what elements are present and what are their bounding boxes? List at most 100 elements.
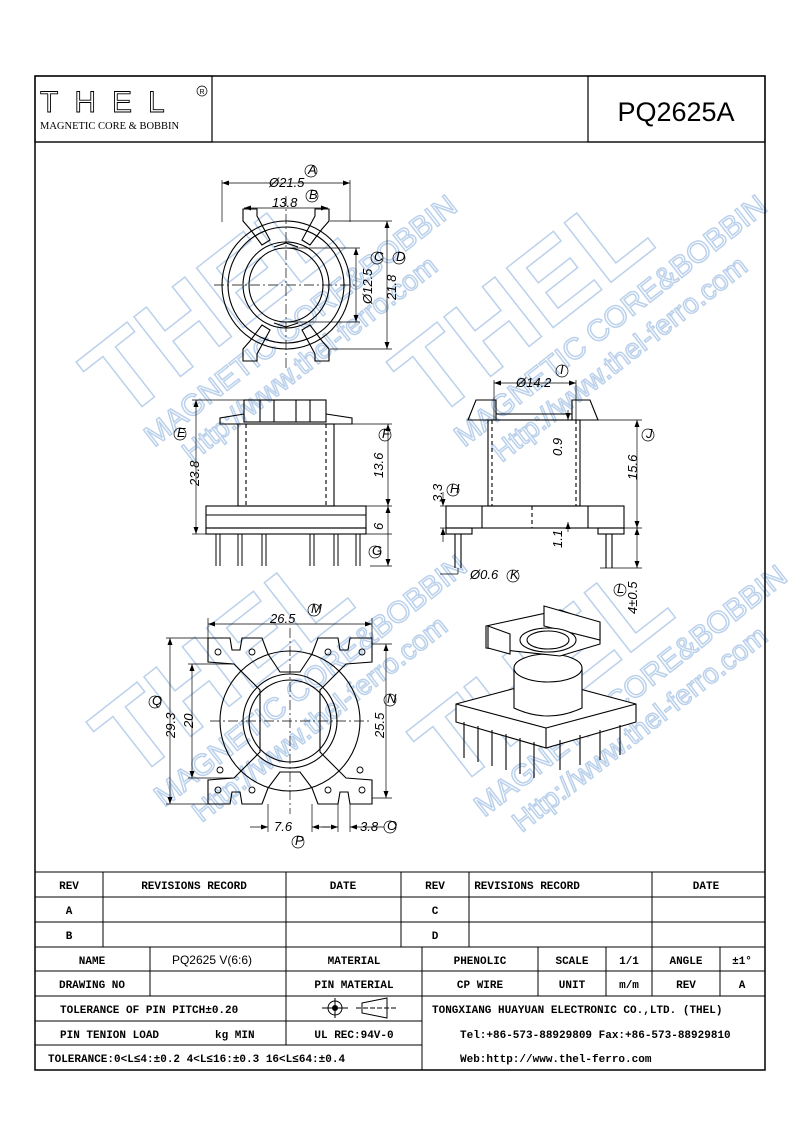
dim-flange: 1.1 bbox=[550, 530, 565, 548]
name-label: NAME bbox=[79, 956, 106, 968]
bottom-view-dims bbox=[166, 618, 392, 832]
tolerance: TOLERANCE:0<L≤4:±0.2 4<L≤16:±0.3 16<L≤64… bbox=[48, 1054, 345, 1066]
callout-q: Q bbox=[148, 693, 162, 709]
svg-text:P: P bbox=[295, 833, 304, 848]
revisions-header-2: REVISIONS RECORD bbox=[474, 881, 580, 893]
callout-o: O bbox=[383, 818, 397, 834]
svg-text:N: N bbox=[387, 691, 397, 706]
pin-hole bbox=[358, 648, 366, 656]
isometric-view bbox=[455, 605, 637, 778]
pin-hole bbox=[248, 786, 256, 794]
unit-value: m/m bbox=[619, 980, 639, 992]
svg-text:E: E bbox=[177, 425, 186, 440]
pin-tension-label: PIN TENION LOAD bbox=[60, 1030, 159, 1042]
dim-b-value: 13.8 bbox=[272, 195, 298, 210]
title-block bbox=[35, 871, 765, 1070]
svg-text:I: I bbox=[560, 362, 564, 377]
callout-n: N bbox=[383, 691, 397, 707]
pin-tension-unit: kg MIN bbox=[215, 1030, 255, 1042]
rev-d: D bbox=[432, 931, 439, 943]
dim-c-value: Ø12.5 bbox=[360, 268, 375, 305]
registered-mark bbox=[196, 85, 208, 97]
dim-k-value: Ø0.6 bbox=[469, 567, 499, 582]
pin-hole bbox=[356, 766, 364, 774]
callouts: A B C D E F G H I J K L M N O P Q bbox=[148, 162, 655, 849]
date-header-1: DATE bbox=[330, 881, 357, 893]
pin-hole bbox=[216, 766, 224, 774]
callout-h: H bbox=[446, 481, 460, 497]
rev-header-1: REV bbox=[59, 881, 79, 893]
svg-text:H: H bbox=[450, 481, 460, 496]
watermark: THEL MAGNETIC CORE&BOBBIN Http://www.the… bbox=[60, 167, 794, 839]
brand-logo: THEL bbox=[40, 86, 181, 119]
svg-text:O: O bbox=[387, 818, 397, 833]
svg-text:B: B bbox=[309, 187, 318, 202]
dim-h-value: 3.3 bbox=[430, 483, 445, 502]
callout-b: B bbox=[305, 187, 319, 203]
registered-letter: R bbox=[200, 89, 205, 96]
rev-a: A bbox=[66, 906, 73, 918]
callout-p: P bbox=[291, 833, 305, 849]
dim-i-value: Ø14.2 bbox=[515, 375, 552, 390]
dim-l-value: 4±0.5 bbox=[625, 581, 640, 614]
iso-pins bbox=[463, 722, 621, 778]
pin-material-label: PIN MATERIAL bbox=[314, 980, 394, 992]
front-view-dims bbox=[192, 399, 392, 567]
dim-e-value: 23.8 bbox=[187, 460, 202, 487]
dim-n-value: 25.5 bbox=[372, 712, 387, 739]
company: TONGXIANG HUAYUAN ELECTRONIC CO.,LTD. (T… bbox=[432, 1005, 722, 1017]
callout-g: G bbox=[368, 543, 382, 559]
front-view bbox=[205, 399, 367, 535]
dim-j-value: 15.6 bbox=[625, 454, 640, 480]
rev-label: REV bbox=[676, 980, 696, 992]
tel-fax: Tel:+86-573-88929809 Fax:+86-573-8892981… bbox=[460, 1030, 731, 1042]
svg-text:A: A bbox=[307, 162, 317, 177]
svg-text:C: C bbox=[374, 249, 384, 264]
dim-o-value: 3.8 bbox=[360, 819, 379, 834]
tolerance-pitch: TOLERANCE OF PIN PITCH±0.20 bbox=[60, 1005, 238, 1017]
svg-text:F: F bbox=[382, 426, 391, 441]
dim-a-value: Ø21.5 bbox=[268, 175, 305, 190]
dim-f-value: 13.6 bbox=[371, 452, 386, 478]
rev-value: A bbox=[739, 980, 746, 992]
dim-g-value: 6 bbox=[371, 522, 386, 530]
svg-text:L: L bbox=[617, 581, 624, 596]
pin-material-value: CP WIRE bbox=[457, 980, 504, 992]
ul-symbols bbox=[322, 997, 396, 1019]
front-view-pins bbox=[215, 534, 361, 566]
callout-d: D bbox=[392, 249, 405, 265]
scale-value: 1/1 bbox=[619, 956, 639, 968]
angle-label: ANGLE bbox=[669, 956, 702, 968]
svg-text:J: J bbox=[645, 426, 653, 441]
material-value: PHENOLIC bbox=[454, 956, 507, 968]
side-view-dims bbox=[440, 380, 642, 575]
svg-text:D: D bbox=[396, 249, 405, 264]
pin-hole bbox=[214, 786, 222, 794]
top-view-dims bbox=[221, 180, 392, 350]
callout-f: F bbox=[378, 426, 392, 442]
logo-subtitle: MAGNETIC CORE & BOBBIN bbox=[40, 121, 180, 132]
callout-i: I bbox=[555, 362, 569, 378]
part-number: PQ2625A bbox=[617, 97, 734, 127]
header: THEL R MAGNETIC CORE & BOBBIN PQ2625A bbox=[34, 75, 766, 143]
callout-m: M bbox=[307, 601, 322, 617]
material-label: MATERIAL bbox=[328, 956, 381, 968]
pin-hole bbox=[214, 648, 222, 656]
name-value: PQ2625 V(6:6) bbox=[172, 953, 252, 967]
rev-b: B bbox=[66, 931, 73, 943]
pin-hole bbox=[324, 648, 332, 656]
callout-e: E bbox=[173, 425, 187, 441]
svg-text:K: K bbox=[510, 567, 520, 582]
scale-label: SCALE bbox=[555, 956, 588, 968]
dim-m-value: 26.5 bbox=[269, 611, 296, 626]
callout-a: A bbox=[304, 162, 318, 178]
unit-label: UNIT bbox=[559, 980, 586, 992]
revisions-header-1: REVISIONS RECORD bbox=[141, 881, 247, 893]
dim-d-value: 21.8 bbox=[384, 274, 399, 301]
pin-hole bbox=[248, 648, 256, 656]
dimension-labels: Ø21.5 13.8 Ø12.5 21.8 23.8 13.6 6 3.3 Ø1… bbox=[163, 175, 640, 834]
pin-hole bbox=[324, 786, 332, 794]
svg-text:Q: Q bbox=[152, 693, 162, 708]
dim-q-value: 29.3 bbox=[163, 712, 178, 739]
